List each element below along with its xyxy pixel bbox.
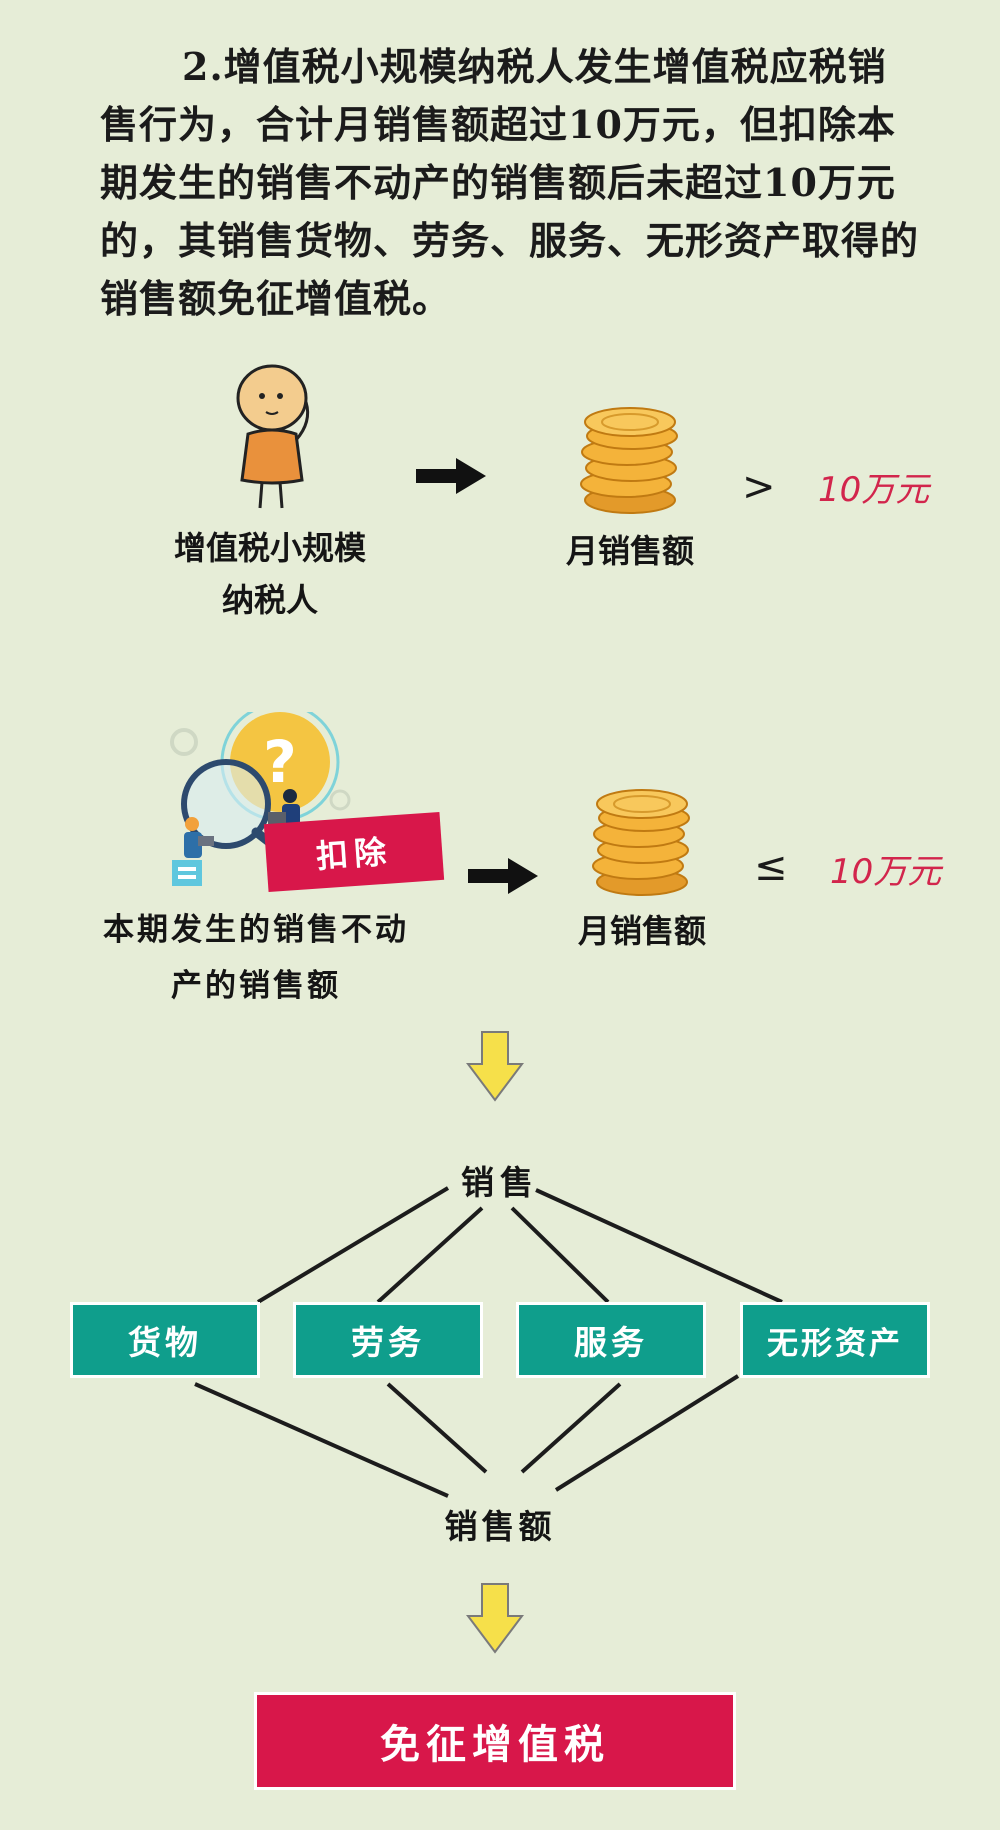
right-arrow-icon (468, 858, 538, 894)
monthly-sales-label: 月销售额 (577, 912, 706, 950)
vat-exemption-result: 免征增值税 (254, 1692, 736, 1790)
limit-amount: 10万元 (830, 852, 942, 892)
item-labor: 劳务 (293, 1302, 483, 1378)
down-arrow-icon (466, 1583, 524, 1654)
intro-paragraph: 2.增值税小规模纳税人发生增值税应税销售行为，合计月销售额超过10万元，但扣除本… (100, 44, 920, 321)
taxpayer-label-line2: 纳税人 (221, 581, 318, 619)
magnifier-question-icon: ? (170, 712, 351, 886)
real-estate-sales-label-line1: 本期发生的销售不动 (103, 912, 409, 948)
cartoon-person-icon (236, 364, 310, 509)
taxpayer-label-line1: 增值税小规模 (173, 529, 366, 567)
real-estate-sales-label: 本期发生的销售不动 产的销售额 (56, 902, 456, 1014)
less-equal-operator: ≤ (754, 844, 788, 890)
limit-amount: 10万元 (818, 470, 930, 510)
item-services: 服务 (516, 1302, 706, 1378)
tree-bottom-label: 销售额 (444, 1507, 556, 1546)
real-estate-sales-label-line2: 产的销售额 (171, 968, 341, 1004)
coin-stack-icon (592, 789, 690, 896)
svg-text:?: ? (263, 728, 297, 796)
tree-top-label: 销售 (461, 1163, 539, 1202)
down-arrow-icon (466, 1031, 524, 1102)
monthly-sales-label: 月销售额 (565, 532, 694, 570)
greater-than-operator: > (742, 464, 776, 510)
coin-stack-icon (580, 407, 678, 514)
item-goods: 货物 (70, 1302, 260, 1378)
taxpayer-label: 增值税小规模 纳税人 (130, 522, 410, 626)
right-arrow-icon (416, 458, 486, 494)
item-intangible-assets: 无形资产 (740, 1302, 930, 1378)
